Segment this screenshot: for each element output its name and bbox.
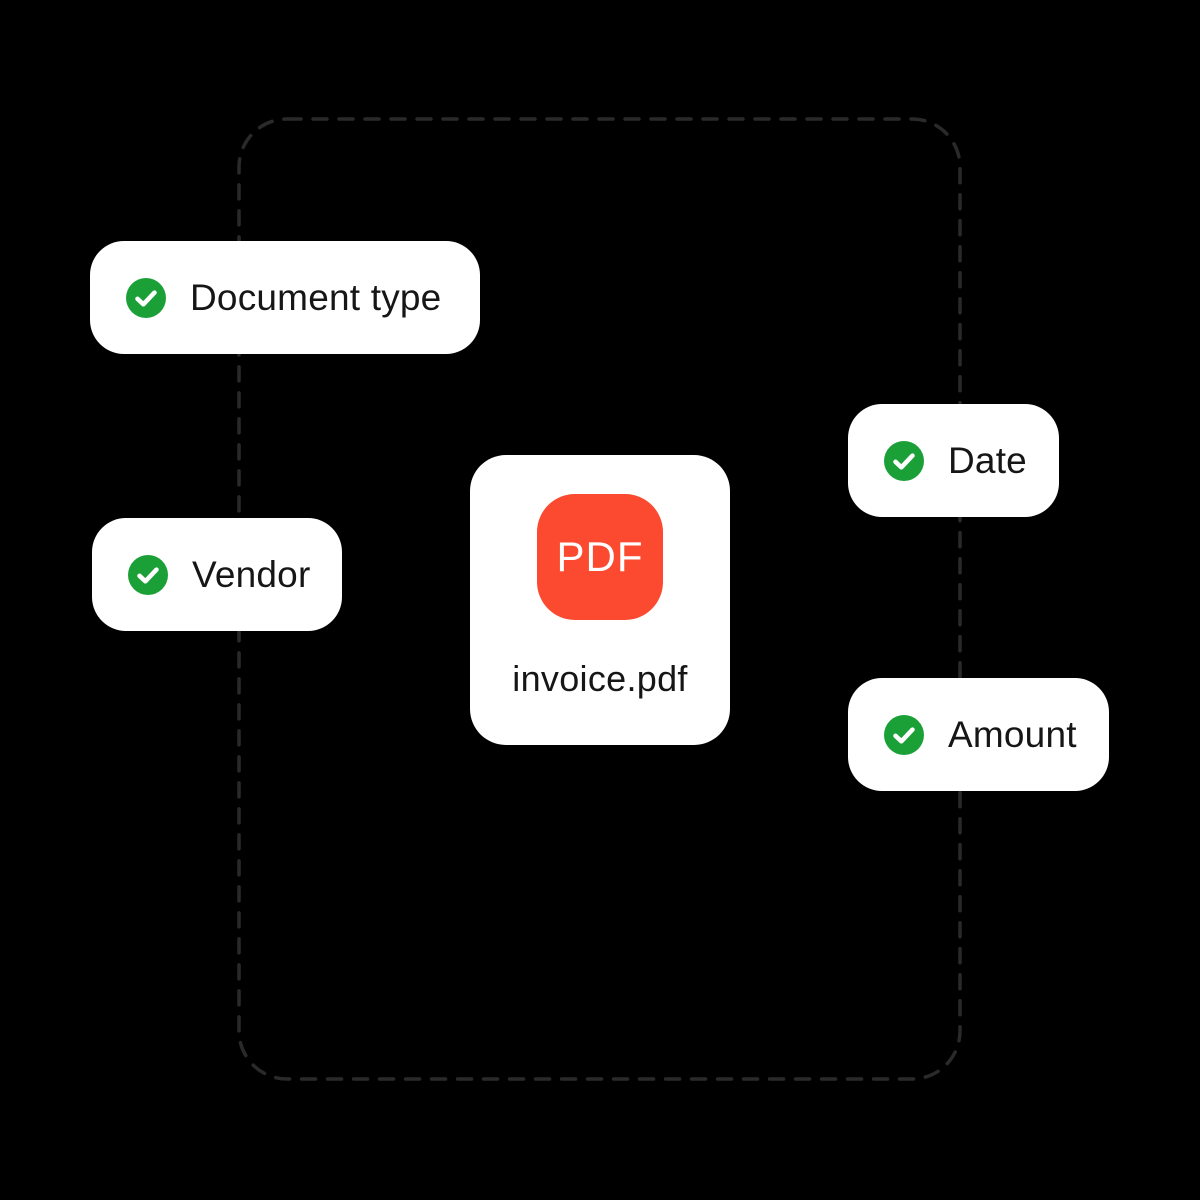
filename-label: invoice.pdf: [512, 658, 688, 699]
check-circle-icon: [884, 714, 924, 755]
dropzone-dashed-outline: [237, 117, 962, 1081]
check-circle-icon: [884, 440, 924, 481]
chip-document-type: Document type: [90, 241, 480, 354]
pdf-file-card[interactable]: PDF invoice.pdf: [470, 455, 730, 745]
pdf-badge-label: PDF: [556, 533, 644, 580]
check-circle-icon: [128, 554, 168, 595]
check-circle-icon: [126, 277, 166, 318]
chip-label: Document type: [190, 277, 442, 318]
chip-vendor: Vendor: [92, 518, 343, 631]
chip-amount: Amount: [848, 678, 1109, 791]
pdf-file-icon: PDF: [537, 494, 663, 620]
chip-label: Vendor: [192, 554, 311, 595]
chip-label: Amount: [948, 714, 1077, 755]
chip-date: Date: [848, 404, 1059, 517]
chip-label: Date: [948, 440, 1027, 481]
